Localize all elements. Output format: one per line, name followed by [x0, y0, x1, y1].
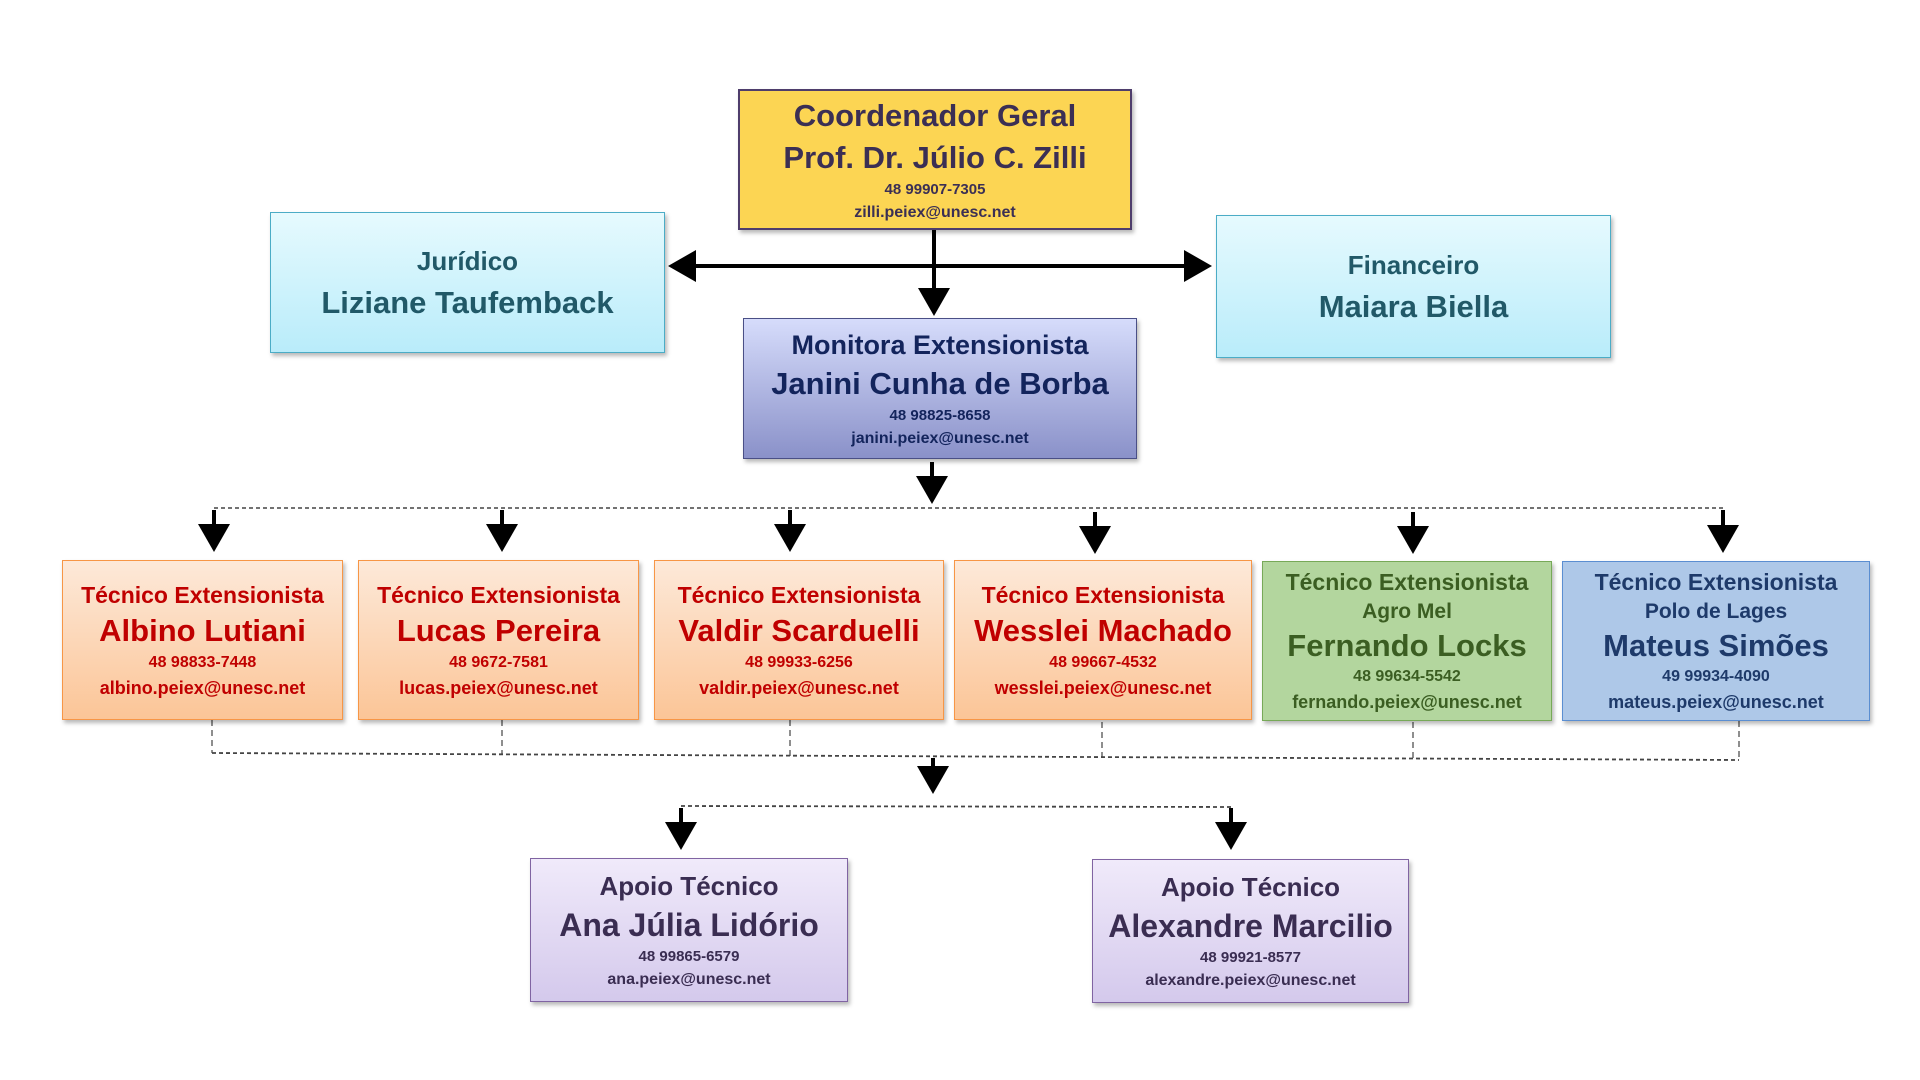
- node-name: Lucas Pereira: [396, 613, 601, 648]
- node-apoio-alexandre: Apoio Técnico Alexandre Marcilio 48 9992…: [1092, 859, 1409, 1003]
- node-role: Técnico Extensionista: [1285, 569, 1529, 595]
- node-role: Financeiro: [1347, 249, 1480, 280]
- node-email: wesslei.peiex@unesc.net: [994, 678, 1212, 698]
- node-name: Prof. Dr. Júlio C. Zilli: [783, 139, 1087, 175]
- node-email: lucas.peiex@unesc.net: [399, 678, 598, 698]
- node-phone: 48 99921-8577: [1200, 949, 1301, 966]
- node-role: Apoio Técnico: [1160, 872, 1341, 902]
- node-role: Técnico Extensionista: [677, 582, 921, 608]
- node-email: valdir.peiex@unesc.net: [699, 678, 899, 698]
- node-phone: 48 98833-7448: [148, 654, 257, 671]
- node-tecnico-wesslei: Técnico Extensionista Wesslei Machado 48…: [954, 560, 1252, 720]
- node-phone: 48 99667-4532: [1049, 654, 1157, 671]
- node-phone: 49 99934-4090: [1662, 668, 1770, 685]
- node-phone: 48 98825-8658: [889, 406, 991, 424]
- node-name: Valdir Scarduelli: [678, 613, 920, 648]
- node-name: Liziane Taufemback: [321, 284, 614, 320]
- node-name: Mateus Simões: [1603, 628, 1829, 663]
- node-tecnico-fernando: Técnico Extensionista Agro Mel Fernando …: [1262, 561, 1552, 721]
- node-juridico: Jurídico Liziane Taufemback: [270, 212, 665, 353]
- node-financeiro: Financeiro Maiara Biella: [1216, 215, 1611, 358]
- node-phone: 48 9672-7581: [449, 654, 548, 671]
- node-apoio-ana: Apoio Técnico Ana Júlia Lidório 48 99865…: [530, 858, 848, 1002]
- node-role: Monitora Extensionista: [791, 329, 1089, 360]
- node-email: mateus.peiex@unesc.net: [1608, 692, 1824, 712]
- node-email: zilli.peiex@unesc.net: [854, 203, 1016, 221]
- node-name: Fernando Locks: [1287, 628, 1527, 663]
- node-role: Técnico Extensionista: [377, 582, 620, 608]
- node-email: fernando.peiex@unesc.net: [1292, 692, 1522, 712]
- node-email: albino.peiex@unesc.net: [99, 678, 306, 698]
- node-email: alexandre.peiex@unesc.net: [1145, 972, 1356, 989]
- node-coordenador-geral: Coordenador Geral Prof. Dr. Júlio C. Zil…: [738, 89, 1132, 230]
- node-tecnico-mateus: Técnico Extensionista Polo de Lages Mate…: [1562, 561, 1870, 721]
- node-name: Janini Cunha de Borba: [771, 365, 1109, 401]
- node-unit: Polo de Lages: [1644, 600, 1788, 623]
- node-tecnico-valdir: Técnico Extensionista Valdir Scarduelli …: [654, 560, 944, 720]
- node-role: Técnico Extensionista: [981, 582, 1225, 608]
- node-role: Técnico Extensionista: [1594, 569, 1838, 595]
- node-name: Alexandre Marcilio: [1108, 908, 1393, 944]
- node-role: Coordenador Geral: [793, 97, 1077, 133]
- node-monitora-extensionista: Monitora Extensionista Janini Cunha de B…: [743, 318, 1137, 459]
- node-name: Ana Júlia Lidório: [559, 907, 819, 943]
- tecnico-arrows: [198, 510, 1739, 554]
- tecnico-drops: [211, 720, 1740, 760]
- node-tecnico-lucas: Técnico Extensionista Lucas Pereira 48 9…: [358, 560, 639, 720]
- node-phone: 48 99865-6579: [638, 948, 740, 965]
- node-name: Wesslei Machado: [974, 613, 1232, 648]
- node-email: janini.peiex@unesc.net: [851, 429, 1029, 447]
- node-role: Apoio Técnico: [599, 871, 779, 901]
- node-unit: Agro Mel: [1362, 600, 1452, 623]
- dashed-bus-apoio: [680, 805, 1232, 808]
- node-role: Jurídico: [416, 245, 519, 276]
- dashed-bus-bottom: [211, 752, 1740, 761]
- node-phone: 48 99933-6256: [745, 654, 853, 671]
- node-tecnico-albino: Técnico Extensionista Albino Lutiani 48 …: [62, 560, 343, 720]
- node-name: Albino Lutiani: [99, 613, 306, 648]
- node-role: Técnico Extensionista: [81, 582, 324, 608]
- node-name: Maiara Biella: [1318, 288, 1509, 324]
- node-phone: 48 99634-5542: [1353, 668, 1461, 685]
- node-email: ana.peiex@unesc.net: [607, 971, 771, 988]
- node-phone: 48 99907-7305: [884, 180, 986, 198]
